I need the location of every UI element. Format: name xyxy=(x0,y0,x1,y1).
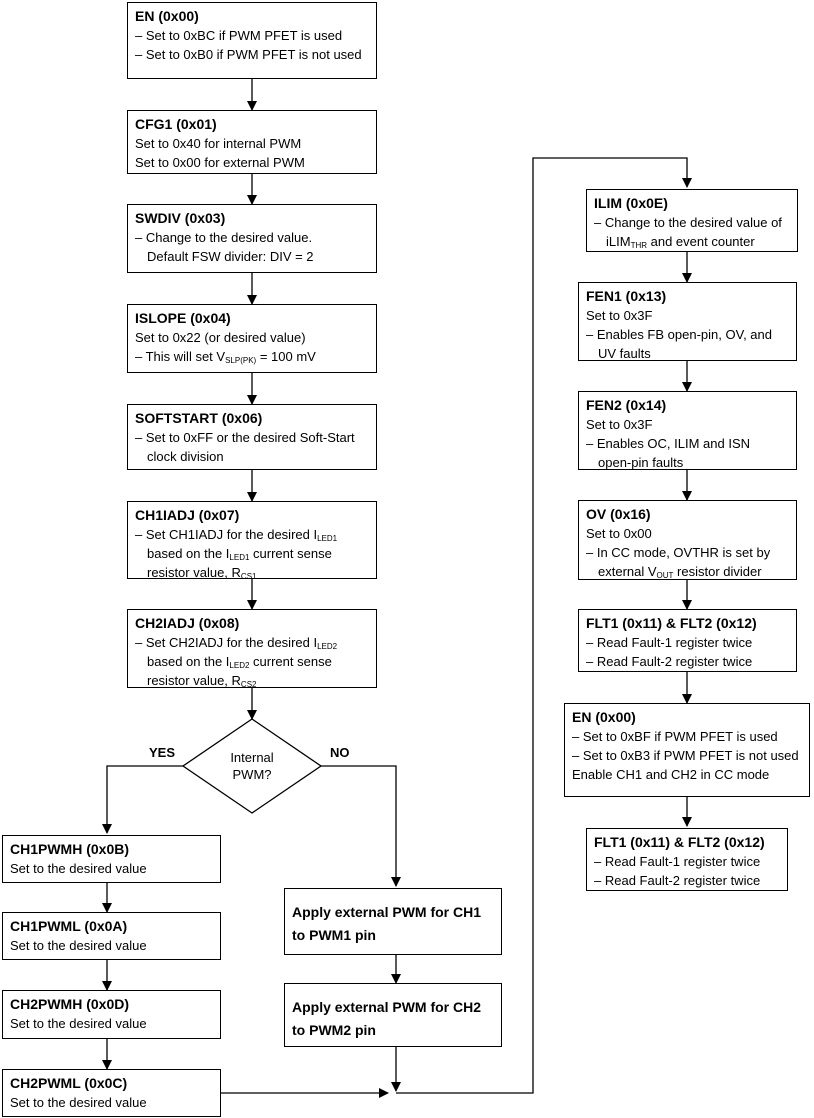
box-ov: OV (0x16) Set to 0x00 – In CC mode, OVTH… xyxy=(578,500,797,580)
box-fen1-line3: UV faults xyxy=(598,346,651,361)
box-softstart-line2: clock division xyxy=(147,449,224,464)
box-ilim: ILIM (0x0E) – Change to the desired valu… xyxy=(586,189,798,252)
box-ch2pwml-line1: Set to the desired value xyxy=(10,1095,147,1110)
box-ext-pwm-ch1-line1: Apply external PWM for CH1 xyxy=(292,904,482,920)
box-islope: ISLOPE (0x04) Set to 0x22 (or desired va… xyxy=(127,304,377,373)
box-flt-1: FLT1 (0x11) & FLT2 (0x12) – Read Fault-1… xyxy=(578,609,797,672)
box-en: EN (0x00) – Set to 0xBC if PWM PFET is u… xyxy=(127,2,377,79)
box-flt-2: FLT1 (0x11) & FLT2 (0x12) – Read Fault-1… xyxy=(586,828,788,891)
box-islope-title: ISLOPE (0x04) xyxy=(135,310,231,326)
box-islope-line1: Set to 0x22 (or desired value) xyxy=(135,330,306,345)
box-ch1iadj-title: CH1IADJ (0x07) xyxy=(135,507,240,523)
arrow-no-branch xyxy=(321,765,401,887)
box-ch1pwmh: CH1PWMH (0x0B) Set to the desired value xyxy=(2,835,221,883)
box-ilim-title: ILIM (0x0E) xyxy=(594,195,668,211)
box-cfg1-line2: Set to 0x00 for external PWM xyxy=(135,155,305,170)
box-en-final-line3: Enable CH1 and CH2 in CC mode xyxy=(572,767,770,782)
box-fen2-title: FEN2 (0x14) xyxy=(586,397,667,413)
box-en-final-line2: – Set to 0xB3 if PWM PFET is not used xyxy=(572,748,799,763)
box-ch1pwml-title: CH1PWML (0x0A) xyxy=(10,918,128,934)
box-ch2pwmh-title: CH2PWMH (0x0D) xyxy=(10,996,130,1012)
box-en-final: EN (0x00) – Set to 0xBF if PWM PFET is u… xyxy=(564,703,810,797)
box-ch2pwmh: CH2PWMH (0x0D) Set to the desired value xyxy=(2,990,221,1039)
box-ch1iadj-line1: – Set CH1IADJ for the desired ILED1 xyxy=(135,527,338,543)
box-ch2iadj-line1: – Set CH2IADJ for the desired ILED2 xyxy=(135,635,338,651)
box-ov-title: OV (0x16) xyxy=(586,506,651,522)
box-swdiv-line2: Default FSW divider: DIV = 2 xyxy=(147,249,314,264)
box-ch2iadj-line3: resistor value, RCS2 xyxy=(147,673,257,689)
box-ov-line2: – In CC mode, OVTHR is set by xyxy=(586,545,771,560)
decision-line1: Internal xyxy=(230,750,274,765)
box-softstart-line1: – Set to 0xFF or the desired Soft-Start xyxy=(135,430,355,445)
box-fen2-line3: open-pin faults xyxy=(598,455,684,470)
box-flt-1-line1: – Read Fault-1 register twice xyxy=(586,635,753,650)
box-ch2pwml-title: CH2PWML (0x0C) xyxy=(10,1075,128,1091)
box-islope-line2: – This will set VSLP(PK) = 100 mV xyxy=(135,349,316,365)
box-ilim-line2: iLIMTHR and event counter xyxy=(606,234,755,250)
box-cfg1-title: CFG1 (0x01) xyxy=(135,116,217,132)
box-en-final-line1: – Set to 0xBF if PWM PFET is used xyxy=(572,729,778,744)
box-flt-2-title: FLT1 (0x11) & FLT2 (0x12) xyxy=(594,834,765,850)
box-cfg1-line1: Set to 0x40 for internal PWM xyxy=(135,136,302,151)
label-yes: YES xyxy=(149,745,176,760)
decision-text: Internal PWM? xyxy=(200,749,304,783)
decision-diamond xyxy=(181,718,323,814)
box-ext-pwm-ch1: Apply external PWM for CH1 to PWM1 pin xyxy=(284,888,502,955)
box-ilim-line1: – Change to the desired value of xyxy=(594,215,782,230)
box-ch1pwml: CH1PWML (0x0A) Set to the desired value xyxy=(2,912,221,960)
box-ch2pwml: CH2PWML (0x0C) Set to the desired value xyxy=(2,1069,221,1117)
label-no: NO xyxy=(330,745,350,760)
box-ch2iadj-line2: based on the ILED2 current sense xyxy=(147,654,332,670)
box-fen1: FEN1 (0x13) Set to 0x3F – Enables FB ope… xyxy=(578,282,797,361)
box-flt-1-line2: – Read Fault-2 register twice xyxy=(586,654,753,669)
box-en-line1: – Set to 0xBC if PWM PFET is used xyxy=(135,28,343,43)
box-fen1-line2: – Enables FB open-pin, OV, and xyxy=(586,327,772,342)
box-flt-1-title: FLT1 (0x11) & FLT2 (0x12) xyxy=(586,615,757,631)
box-fen2: FEN2 (0x14) Set to 0x3F – Enables OC, IL… xyxy=(578,391,797,470)
box-cfg1: CFG1 (0x01) Set to 0x40 for internal PWM… xyxy=(127,110,377,174)
box-fen1-title: FEN1 (0x13) xyxy=(586,288,667,304)
box-ch1pwml-line1: Set to the desired value xyxy=(10,938,147,953)
box-en-line2: – Set to 0xB0 if PWM PFET is not used xyxy=(135,47,362,62)
box-ch1iadj-line3: resistor value, RCS1 xyxy=(147,565,257,581)
box-ch2iadj: CH2IADJ (0x08) – Set CH2IADJ for the des… xyxy=(127,609,377,689)
box-swdiv-title: SWDIV (0x03) xyxy=(135,210,226,226)
box-ext-pwm-ch2-line2: to PWM2 pin xyxy=(292,1022,376,1038)
box-ch2iadj-title: CH2IADJ (0x08) xyxy=(135,615,240,631)
box-en-title: EN (0x00) xyxy=(135,8,199,24)
box-ext-pwm-ch2-line1: Apply external PWM for CH2 xyxy=(292,999,482,1015)
box-softstart: SOFTSTART (0x06) – Set to 0xFF or the de… xyxy=(127,404,377,470)
box-flt-2-line1: – Read Fault-1 register twice xyxy=(594,854,761,869)
decision-line2: PWM? xyxy=(232,767,272,782)
box-ov-line1: Set to 0x00 xyxy=(586,526,652,541)
box-fen2-line2: – Enables OC, ILIM and ISN xyxy=(586,436,751,451)
box-ext-pwm-ch1-line2: to PWM1 pin xyxy=(292,927,376,943)
box-ext-pwm-ch2: Apply external PWM for CH2 to PWM2 pin xyxy=(284,983,502,1047)
box-swdiv-line1: – Change to the desired value. xyxy=(135,230,313,245)
box-ch2pwmh-line1: Set to the desired value xyxy=(10,1016,147,1031)
box-fen1-line1: Set to 0x3F xyxy=(586,308,653,323)
box-softstart-title: SOFTSTART (0x06) xyxy=(135,410,263,426)
arrow-merge-ilim xyxy=(396,157,692,1094)
box-ch1pwmh-title: CH1PWMH (0x0B) xyxy=(10,841,130,857)
box-en-final-title: EN (0x00) xyxy=(572,709,636,725)
box-ch1pwmh-line1: Set to the desired value xyxy=(10,861,147,876)
box-ch1iadj: CH1IADJ (0x07) – Set CH1IADJ for the des… xyxy=(127,501,377,581)
box-fen2-line1: Set to 0x3F xyxy=(586,417,653,432)
box-swdiv: SWDIV (0x03) – Change to the desired val… xyxy=(127,204,377,273)
box-ov-line3: external VOUT resistor divider xyxy=(598,564,762,580)
box-flt-2-line2: – Read Fault-2 register twice xyxy=(594,873,761,888)
box-ch1iadj-line2: based on the ILED1 current sense xyxy=(147,546,332,562)
arrow-yes-branch xyxy=(102,765,183,834)
